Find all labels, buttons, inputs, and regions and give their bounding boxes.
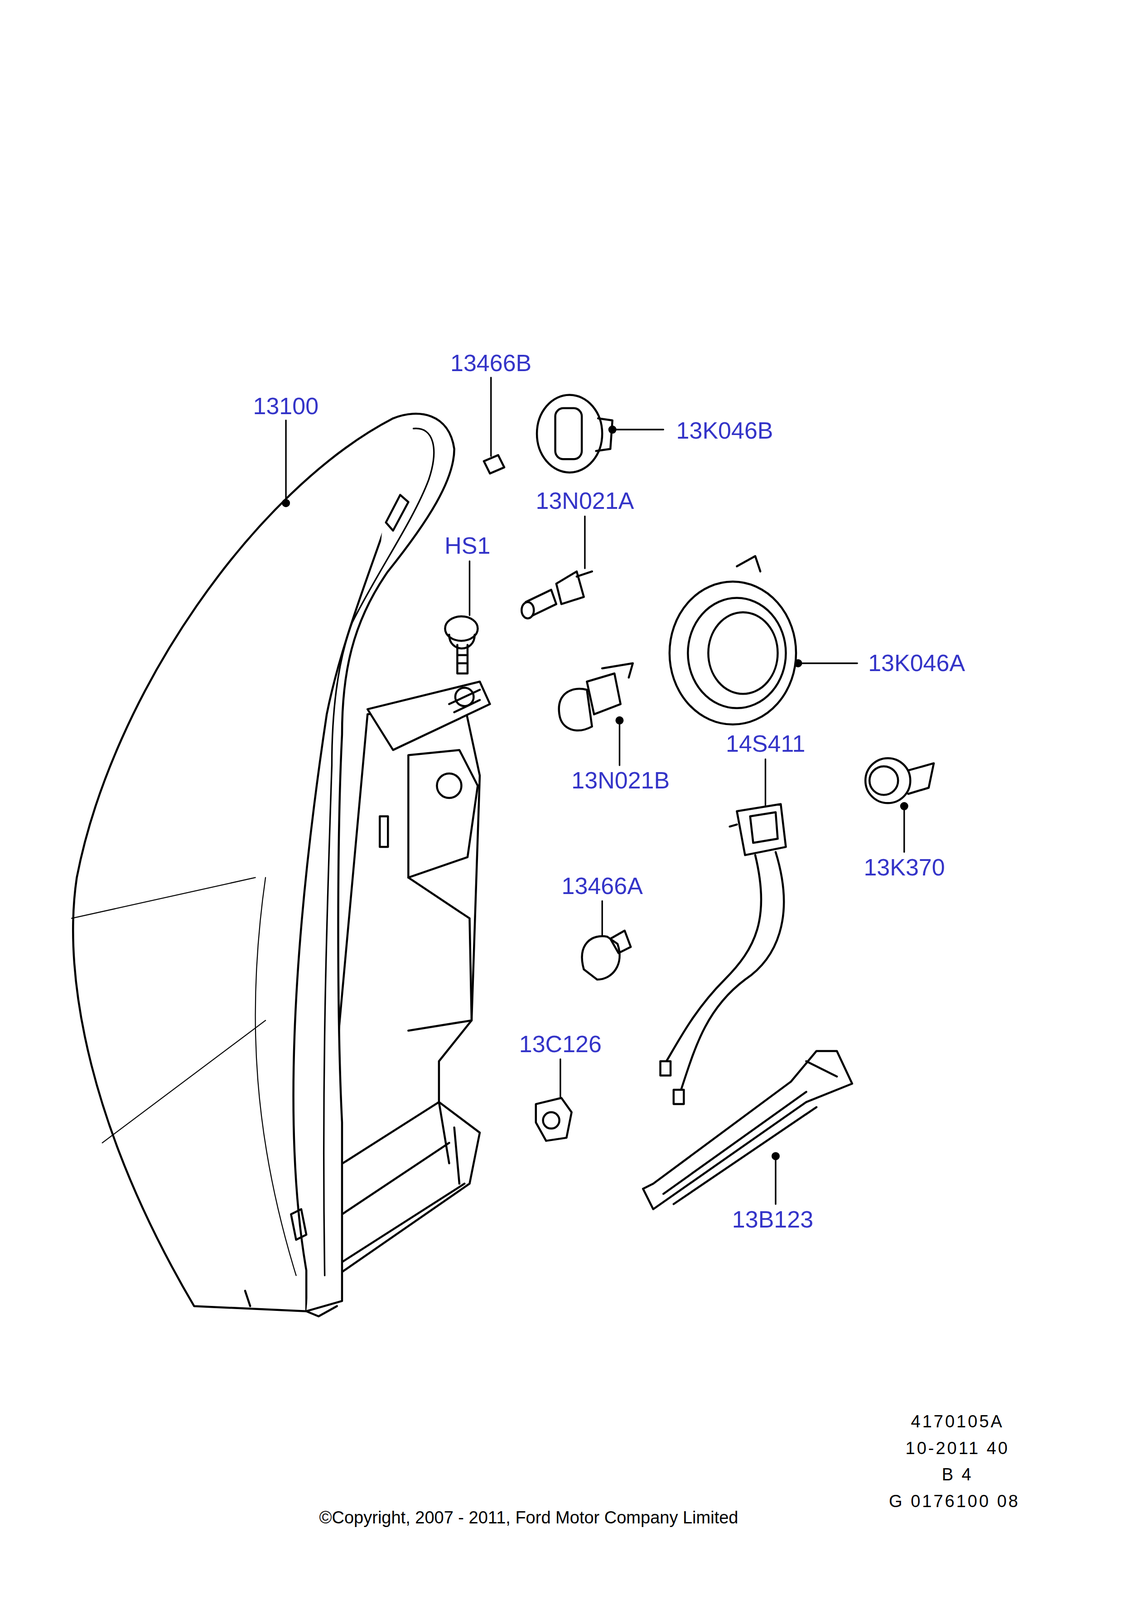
callout-number: 13B123: [732, 1206, 814, 1233]
drawing-code: 4170105A: [911, 1412, 1004, 1432]
drawing-code: G 0176100 08: [888, 1491, 1020, 1511]
callout-number: 13K370: [863, 854, 945, 881]
callout-number: 14S411: [725, 731, 806, 758]
callout-number: HS1: [444, 533, 491, 560]
callout-number: 13466A: [561, 873, 643, 899]
callout-number: 13466B: [450, 350, 532, 377]
callout-number: 13K046A: [868, 650, 966, 677]
callout-number: 13N021A: [535, 488, 635, 515]
callout-number: 13N021B: [571, 767, 670, 794]
drawing-code: 10-2011 40: [905, 1438, 1010, 1458]
callout-number: 13C126: [519, 1031, 602, 1057]
copyright-note: ©Copyright, 2007 - 2011, Ford Motor Comp…: [319, 1508, 739, 1528]
drawing-code: B 4: [941, 1465, 974, 1485]
callout-number: 13K046B: [676, 417, 774, 444]
callout-number: 13100: [253, 393, 319, 420]
